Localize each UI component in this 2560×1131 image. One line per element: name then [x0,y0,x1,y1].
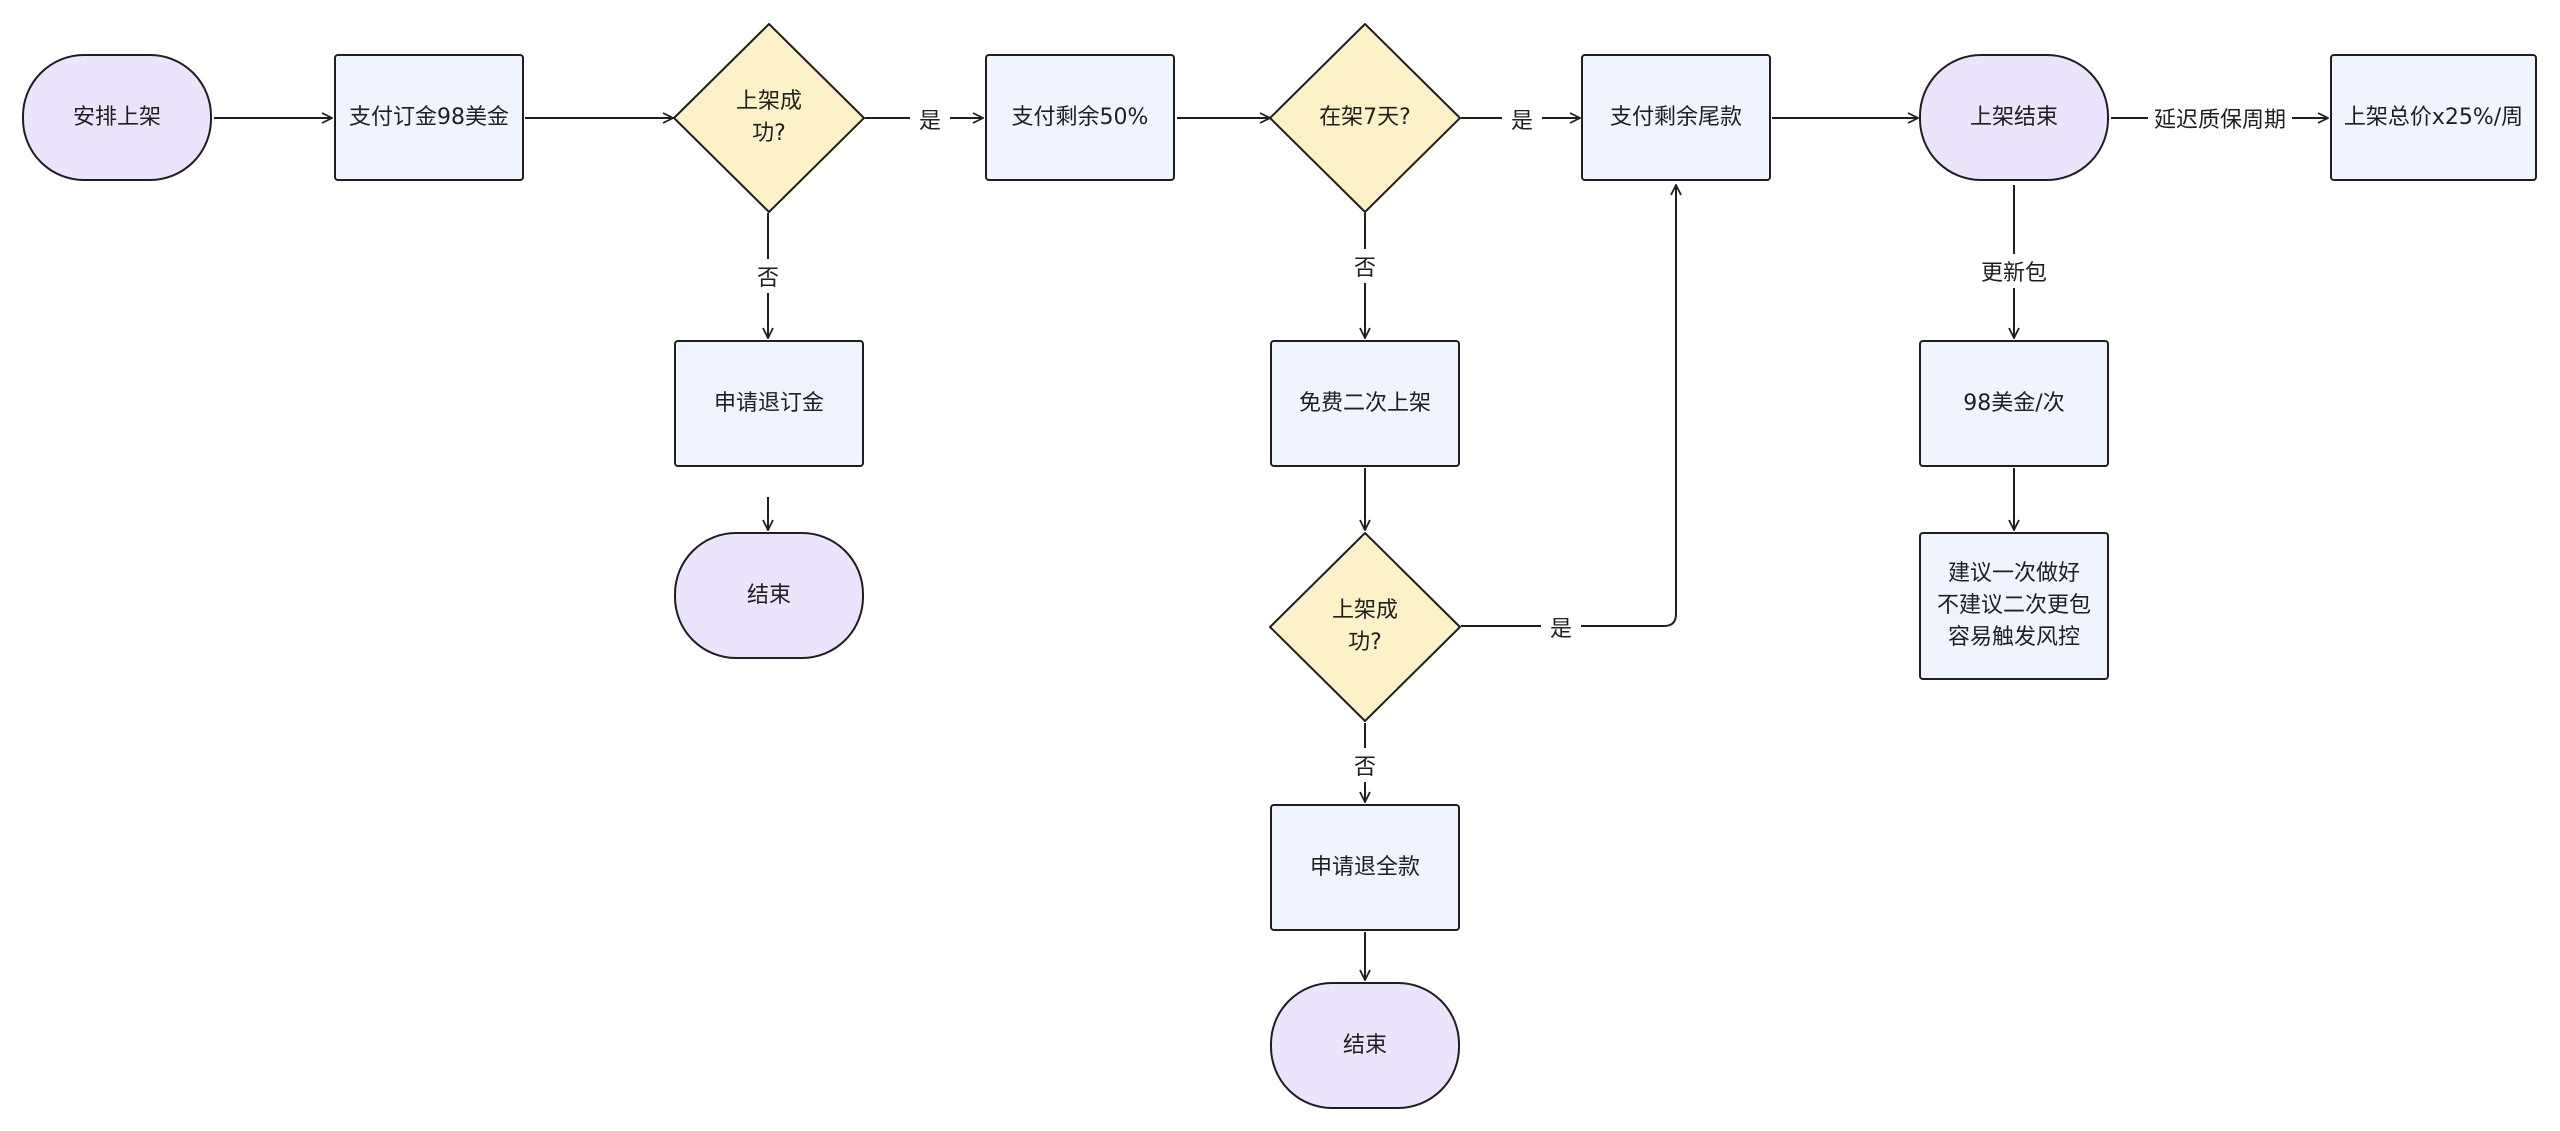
edge-label-no-3: 否 [1349,748,1381,782]
edge-decision2-to-balance [1461,185,1676,627]
node-apply-full-refund: 申请退全款 [1270,804,1460,931]
node-free-relisting-label: 免费二次上架 [1298,390,1431,416]
diamond-shape [673,23,865,213]
node-pay-deposit-label: 支付订金98美金 [349,104,509,130]
node-price-per-update-label: 98美金/次 [1963,390,2065,416]
node-end-2: 结束 [1270,982,1460,1109]
node-free-relisting: 免费二次上架 [1270,340,1460,467]
node-listing-end: 上架结束 [1919,54,2109,181]
node-pay-remaining-50: 支付剩余50% [985,54,1175,181]
edge-label-no-2: 否 [1349,249,1381,283]
node-total-price-rate-label: 上架总价x25%/周 [2343,104,2524,130]
node-arrange-listing-label: 安排上架 [72,104,161,130]
edge-label-no-1: 否 [752,259,784,293]
node-end-1: 结束 [674,532,864,659]
node-end-2-label: 结束 [1342,1032,1387,1058]
node-apply-full-refund-label: 申请退全款 [1309,854,1420,880]
node-decision-on-shelf-7days: 在架7天? [1269,23,1461,213]
node-decision-listing-success-2: 上架成 功? [1269,532,1461,722]
node-listing-end-label: 上架结束 [1969,104,2058,130]
node-end-1-label: 结束 [746,582,791,608]
node-price-per-update: 98美金/次 [1919,340,2109,467]
node-apply-refund-deposit-label: 申请退订金 [713,390,824,416]
node-pay-remaining-balance-label: 支付剩余尾款 [1609,104,1742,130]
edge-label-yes-1: 是 [910,104,950,134]
edge-label-yes-2: 是 [1502,104,1542,134]
node-arrange-listing: 安排上架 [22,54,212,181]
node-decision-listing-success-1: 上架成 功? [673,23,865,213]
node-pay-remaining-50-label: 支付剩余50% [1011,104,1149,130]
node-pay-deposit: 支付订金98美金 [334,54,524,181]
node-decision-on-shelf-7days-label: 在架7天? [1319,105,1411,131]
diamond-shape [1269,23,1461,213]
node-pay-remaining-balance: 支付剩余尾款 [1581,54,1771,181]
node-decision-listing-success-1-label: 上架成 功? [735,89,802,146]
node-apply-refund-deposit: 申请退订金 [674,340,864,467]
diamond-shape [1269,532,1461,722]
edge-label-yes-3: 是 [1541,612,1581,642]
node-advice-note: 建议一次做好 不建议二次更包 容易触发风控 [1919,532,2109,680]
edge-label-extend-warranty: 延迟质保周期 [2148,102,2292,134]
node-advice-note-label: 建议一次做好 不建议二次更包 容易触发风控 [1936,561,2091,650]
node-decision-listing-success-2-label: 上架成 功? [1331,598,1398,655]
edge-label-update-package: 更新包 [1974,254,2054,288]
node-total-price-rate: 上架总价x25%/周 [2330,54,2537,181]
